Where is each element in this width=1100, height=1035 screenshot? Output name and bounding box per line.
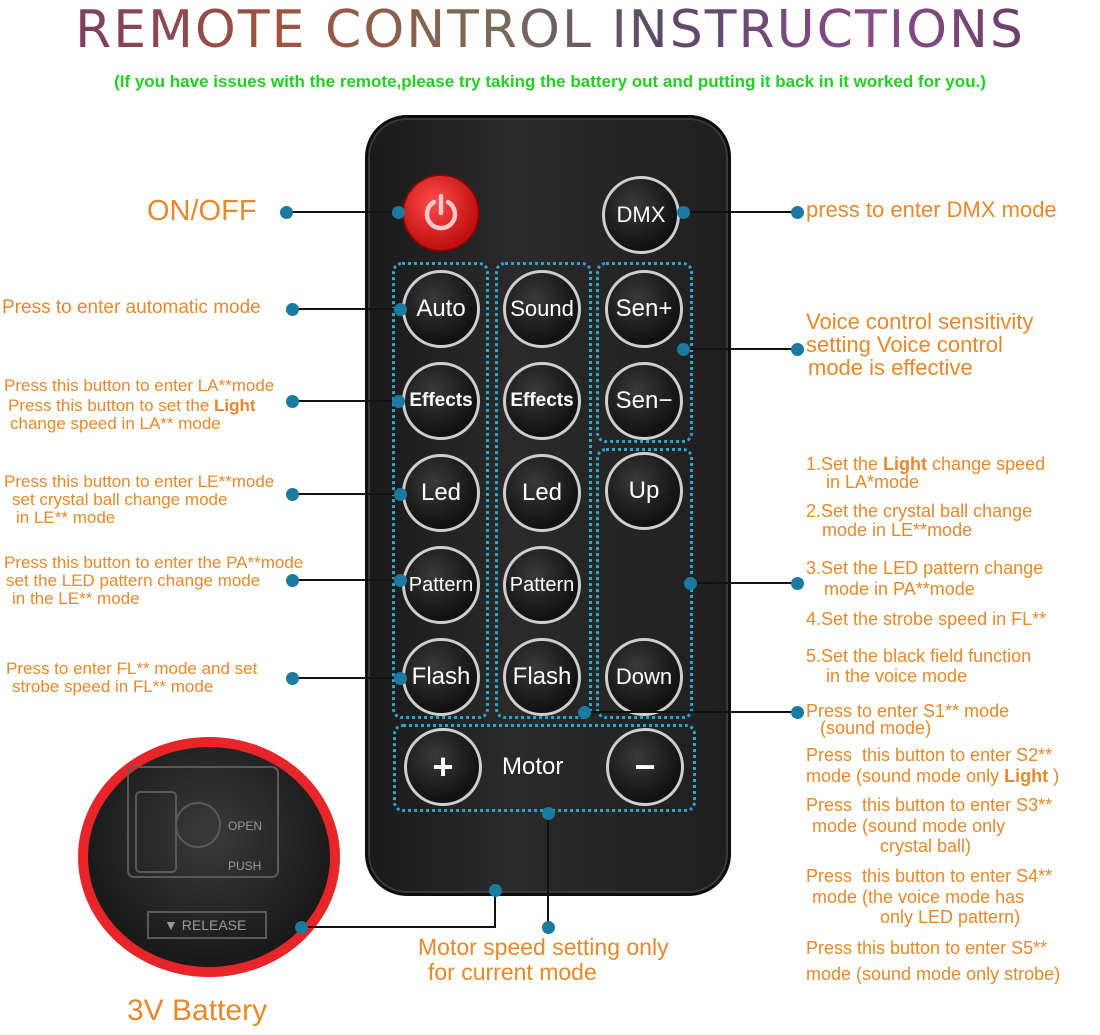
up-button[interactable]: Up	[605, 452, 683, 530]
motor-minus-button[interactable]: −	[606, 728, 684, 806]
leader-dot	[394, 574, 407, 587]
leader-dot	[392, 206, 405, 219]
battery-compartment: OPEN PUSH ▼ RELEASE	[88, 747, 330, 967]
leader-dot	[394, 672, 407, 685]
leader-dot	[677, 343, 690, 356]
motor-label: Motor	[502, 753, 564, 780]
label-updown-3: 3.Set the LED pattern change	[806, 558, 1044, 578]
label-effects-line1: Press this button to enter LA**mode	[4, 376, 275, 395]
group-box-col1	[392, 262, 489, 719]
page-title: REMOTE CONTROL INSTRUCTIONS	[0, 0, 1100, 62]
battery-closeup: OPEN PUSH ▼ RELEASE	[78, 737, 340, 977]
label-updown-3b: mode in PA**mode	[824, 579, 975, 599]
label-updown-4: 4.Set the strobe speed in FL**	[806, 609, 1047, 629]
sensitivity-down-button[interactable]: Sen−	[605, 362, 683, 440]
label-voice-line3: mode is effective	[808, 355, 973, 380]
label-led-line1: Press this button to enter LE**mode	[4, 472, 275, 491]
leader-dot	[392, 395, 405, 408]
label-updown-5b: in the voice mode	[826, 666, 968, 686]
label-effects-line3: change speed in LA** mode	[10, 414, 221, 433]
label-voice-line1: Voice control sensitivity	[806, 309, 1034, 334]
leader-dot	[542, 921, 555, 934]
battery-release-text: ▼ RELEASE	[164, 917, 247, 933]
leader-dot	[286, 395, 299, 408]
label-pattern-line3: in the LE** mode	[12, 589, 140, 608]
label-s4-line1: Press this button to enter S4**	[806, 866, 1053, 886]
sound-button[interactable]: Sound	[503, 270, 581, 348]
leader-dot	[295, 921, 308, 934]
leader-dot	[286, 303, 299, 316]
label-motor-line2: for current mode	[428, 959, 597, 985]
label-s3-line1: Press this button to enter S3**	[806, 795, 1053, 815]
label-led-line3: in LE** mode	[16, 508, 116, 527]
dmx-button[interactable]: DMX	[602, 176, 680, 254]
effects-button-2[interactable]: Effects	[503, 362, 581, 440]
label-updown-2b: mode in LE**mode	[822, 520, 973, 540]
leader-dot	[578, 706, 591, 719]
leader-dot	[684, 577, 697, 590]
troubleshooting-note: (If you have issues with the remote,plea…	[114, 72, 986, 91]
label-s4-line3: only LED pattern)	[880, 907, 1021, 927]
leader-dot	[280, 206, 293, 219]
group-box-sensitivity	[596, 262, 693, 443]
sensitivity-up-button[interactable]: Sen+	[605, 270, 683, 348]
label-updown-2: 2.Set the crystal ball change	[806, 501, 1033, 521]
label-voice-line2: setting Voice control	[806, 332, 1003, 357]
label-s2-line1: Press this button to enter S2**	[806, 745, 1053, 765]
label-s3-line3: crystal ball)	[880, 836, 972, 856]
down-button[interactable]: Down	[605, 638, 683, 716]
label-led-line2: set crystal ball change mode	[12, 490, 228, 509]
pattern-button-2[interactable]: Pattern	[503, 546, 581, 624]
battery-cover-icon	[127, 766, 279, 939]
leader-dot	[542, 807, 555, 820]
leader-dot	[677, 206, 690, 219]
label-motor-line1: Motor speed setting only	[418, 934, 669, 960]
power-icon	[424, 193, 458, 231]
leader-dot	[286, 574, 299, 587]
label-flash-line1: Press to enter FL** mode and set	[6, 659, 258, 678]
leader-dot	[394, 303, 407, 316]
label-s3-line2: mode (sound mode only	[812, 816, 1006, 836]
leader-dot	[791, 706, 804, 719]
label-pattern-line1: Press this button to enter the PA**mode	[4, 553, 304, 572]
leader-dot	[791, 577, 804, 590]
label-s5-line1: Press this button to enter S5**	[806, 938, 1048, 958]
leader-dot	[791, 206, 804, 219]
label-dmx: press to enter DMX mode	[806, 197, 1057, 222]
label-s4-line2: mode (the voice mode has	[812, 887, 1025, 907]
leader-dot	[286, 672, 299, 685]
motor-plus-button[interactable]: +	[404, 728, 482, 806]
power-button[interactable]	[402, 174, 480, 252]
leader-dot	[394, 488, 407, 501]
label-updown-1: 1.Set the Light change speed	[806, 454, 1046, 474]
leader-dot	[791, 343, 804, 356]
group-box-col2	[495, 262, 592, 719]
leader-dot	[489, 884, 502, 897]
battery-push-text: PUSH	[228, 859, 262, 873]
label-effects-line2: Press this button to set the Light	[8, 396, 256, 415]
label-s2-line2: mode (sound mode only Light )	[806, 766, 1060, 786]
battery-open-text: OPEN	[228, 819, 263, 833]
label-s1-line1: Press to enter S1** mode	[806, 701, 1010, 721]
pattern-button-1[interactable]: Pattern	[402, 546, 480, 624]
label-flash-line2: strobe speed in FL** mode	[12, 677, 214, 696]
flash-button-2[interactable]: Flash	[503, 638, 581, 716]
label-auto: Press to enter automatic mode	[2, 297, 261, 318]
label-battery: 3V Battery	[127, 994, 268, 1027]
label-s1-line2: (sound mode)	[820, 718, 932, 738]
led-button-2[interactable]: Led	[503, 454, 581, 532]
leader-dot	[286, 488, 299, 501]
label-s5-line2: mode (sound mode only strobe)	[806, 964, 1061, 984]
label-pattern-line2: set the LED pattern change mode	[6, 571, 261, 590]
label-updown-5: 5.Set the black field function	[806, 646, 1032, 666]
label-updown-1b: in LA*mode	[826, 472, 920, 492]
label-onoff: ON/OFF	[147, 195, 257, 227]
